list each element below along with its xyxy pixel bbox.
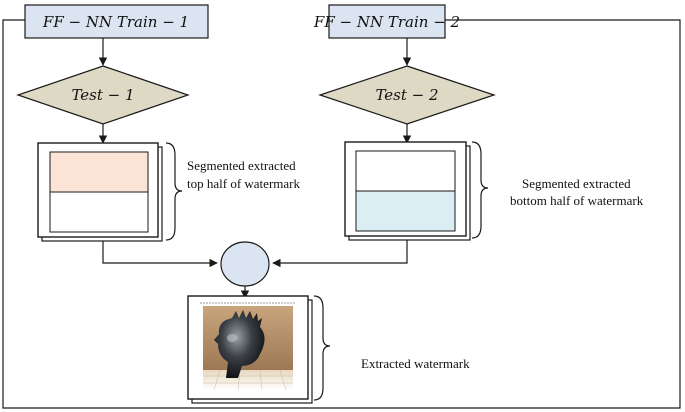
train-1-label: FF − NN Train − 1 <box>42 13 189 31</box>
train-2-node: FF − NN Train − 2 <box>313 4 460 39</box>
segment-top-half-node: Segmented extracted top half of watermar… <box>37 142 300 242</box>
test-1-node: Test − 1 <box>16 65 190 125</box>
train-2-label: FF − NN Train − 2 <box>313 13 460 31</box>
test-2-label: Test − 2 <box>375 86 438 104</box>
segment-bottom-half-lower <box>355 190 456 232</box>
extracted-watermark-brace <box>313 295 331 401</box>
test-1-label: Test − 1 <box>71 86 134 104</box>
extracted-watermark-node: Extracted watermark <box>187 295 470 404</box>
train-2-box <box>328 4 446 39</box>
segment-top-half-caption-line1: Segmented extracted <box>187 158 296 173</box>
extracted-watermark-image <box>200 302 296 391</box>
segment-bottom-half-caption-line2: bottom half of watermark <box>510 193 644 208</box>
segment-top-half-caption-line2: top half of watermark <box>187 176 300 191</box>
extracted-watermark-caption: Extracted watermark <box>361 356 470 371</box>
connector-segment2-merge <box>272 240 408 268</box>
train-1-node: FF − NN Train − 1 <box>24 4 209 39</box>
segment-bottom-half-upper <box>355 150 456 192</box>
test-2-node: Test − 2 <box>318 65 496 125</box>
segment-top-half-brace <box>165 142 183 241</box>
merge-node <box>220 241 270 287</box>
connector-segment1-merge <box>102 241 218 268</box>
segment-bottom-half-node: Segmented extracted bottom half of water… <box>344 141 644 241</box>
feedback-frame <box>2 19 681 409</box>
segment-top-half-lower <box>49 191 149 233</box>
segment-bottom-half-caption-line1: Segmented extracted <box>522 176 631 191</box>
segment-top-half-upper <box>49 151 149 193</box>
train-1-box <box>24 4 209 39</box>
segment-bottom-half-brace <box>471 141 489 239</box>
